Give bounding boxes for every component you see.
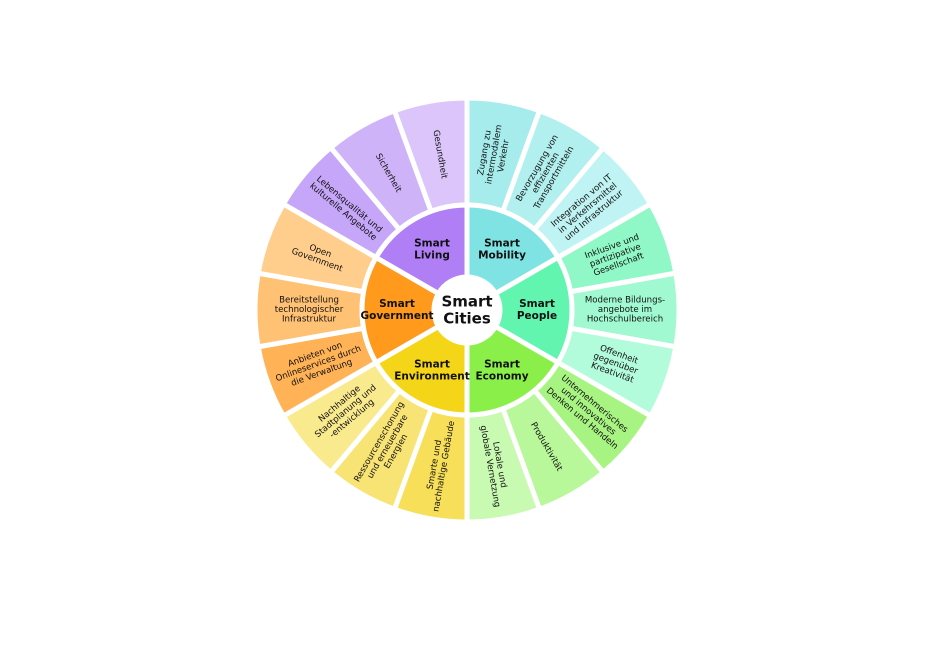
category-label-line: Smart: [484, 359, 520, 371]
category-environment[interactable]: Smarte undnachhaltige GebäudeRessourcens…: [279, 323, 470, 525]
center-title-line: Smart: [441, 293, 492, 311]
outer-segment-label-line: Hochschulbereich: [587, 315, 663, 325]
outer-segment-label-line: angebote im: [598, 305, 652, 315]
outer-segment-label: Zugang zuintermodalemVerkehr: [475, 122, 514, 186]
category-label-line: Smart: [379, 298, 415, 310]
category-label-line: Living: [414, 249, 450, 261]
outer-segment-label-line: Infrastruktur: [282, 315, 336, 325]
category-living[interactable]: Lebensqualität undkulturelle AngeboteSic…: [279, 95, 470, 297]
category-label-line: Government: [360, 310, 433, 322]
outer-segment[interactable]: Gesundheit: [391, 95, 470, 215]
center-circle: [434, 277, 500, 343]
category-label-line: Mobility: [478, 249, 526, 261]
category-label-line: Smart: [519, 298, 555, 310]
outer-segment-label-line: Bereitstellung: [279, 295, 339, 305]
category-label-line: Smart: [484, 237, 520, 249]
category-people[interactable]: Inklusive undpartizipativeGesellschaftMo…: [492, 200, 682, 420]
outer-segment-label-line: Moderne Bildungs-: [585, 295, 665, 305]
category-label-line: Economy: [475, 371, 528, 383]
category-label-line: Environment: [394, 371, 470, 383]
category-label-line: Smart: [414, 359, 450, 371]
outer-segment[interactable]: Anbieten vonOnlineservices durchdie Verw…: [255, 325, 380, 420]
category-label-line: Smart: [414, 237, 450, 249]
category-label-line: People: [517, 310, 557, 322]
category-government[interactable]: Anbieten vonOnlineservices durchdie Verw…: [252, 200, 442, 420]
outer-segment-label-line: technologischer: [275, 305, 344, 315]
center-title-line: Cities: [443, 309, 491, 327]
